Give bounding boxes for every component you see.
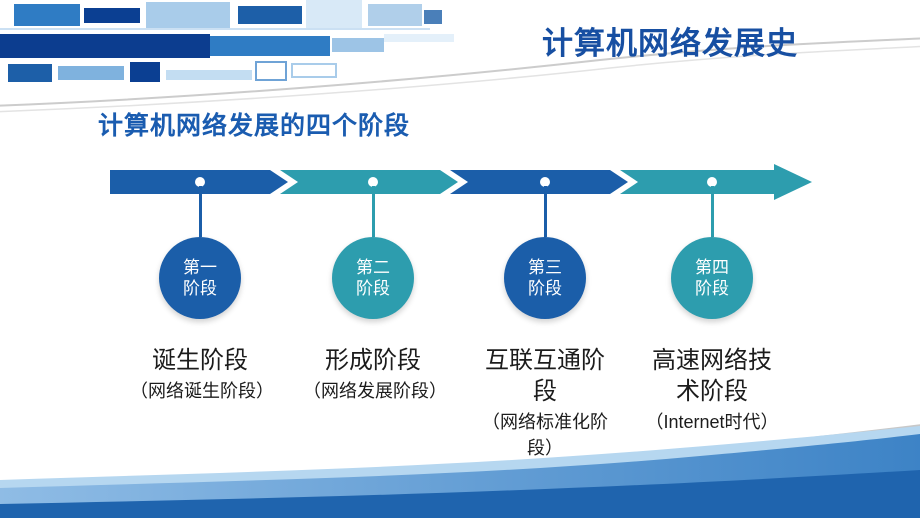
stage-detail: （网络诞生阶段） [130,381,274,402]
footer-wave-decoration [0,424,920,518]
stage-badge-circle: 第四 阶段 [671,237,753,319]
timeline-stage-2: 第二 阶段 形成阶段 （网络发展阶段） [303,186,447,404]
stage-badge-circle: 第一 阶段 [159,237,241,319]
stage-badge-circle: 第二 阶段 [332,237,414,319]
stage-detail: （Internet时代） [645,412,779,433]
timeline-stage-3: 第三 阶段 互联互通阶段 （网络标准化阶段） [475,186,615,462]
section-subtitle: 计算机网络发展的四个阶段 [98,112,411,140]
stage-detail: （网络发展阶段） [303,381,447,402]
stage-name: 形成阶段 [325,347,421,374]
stage-connector-line [710,186,714,237]
timeline-stage-1: 第一 阶段 诞生阶段 （网络诞生阶段） [130,186,274,404]
stage-name: 互联互通阶段 [485,347,605,406]
header-mosaic-decoration [0,0,454,82]
stage-connector-line [198,186,202,237]
stage-connector-line [371,186,375,237]
page-title: 计算机网络发展史 [542,26,798,61]
stage-detail: （网络标准化阶段） [482,412,608,459]
stage-connector-line [543,186,547,237]
stage-name: 诞生阶段 [152,347,248,374]
stage-badge-circle: 第三 阶段 [504,237,586,319]
timeline-stage-4: 第四 阶段 高速网络技术阶段 （Internet时代） [642,186,782,435]
stage-name: 高速网络技术阶段 [652,347,772,406]
